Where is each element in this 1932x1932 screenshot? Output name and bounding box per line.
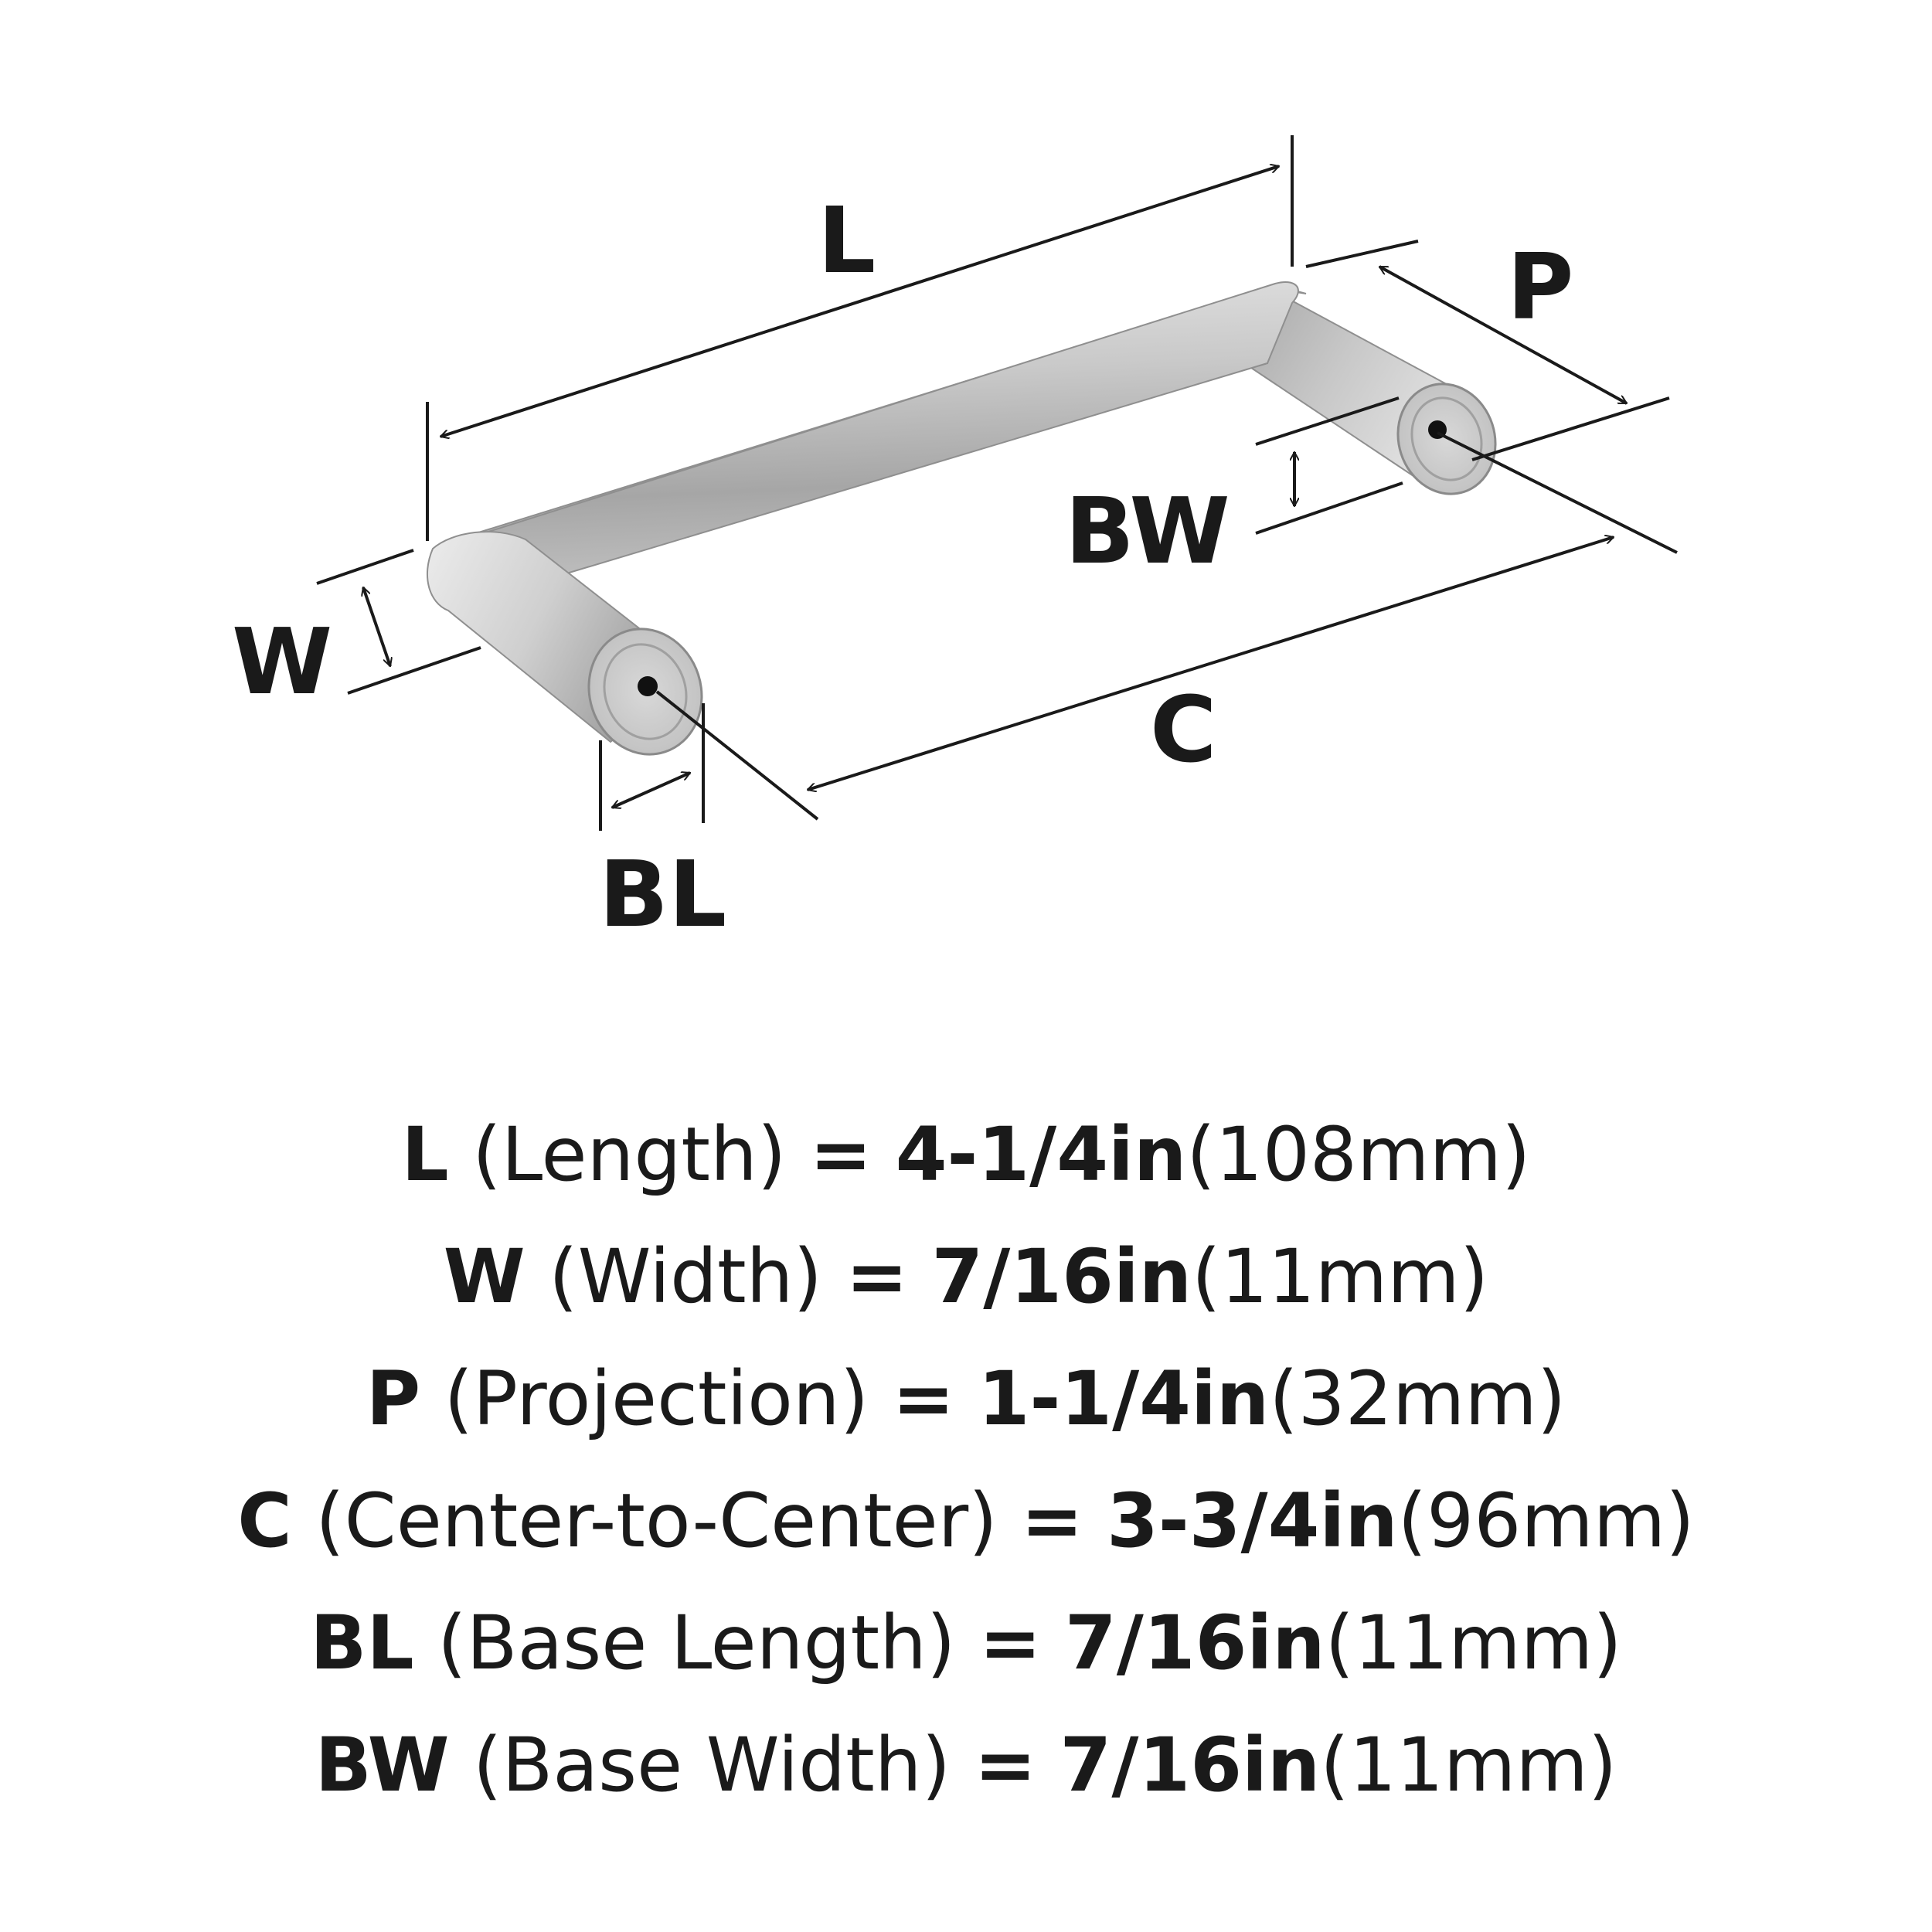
spec-metric: (96mm) [1397,1478,1695,1564]
width-extension-bottom [347,646,481,695]
spec-symbol: P [366,1355,421,1442]
spec-name: (Length) [472,1111,787,1198]
spec-name: (Base Length) [437,1600,956,1686]
spec-imperial: 3-3/4in [1107,1478,1398,1564]
left-end-cap-rim [603,643,688,740]
spec-imperial: 7/16in [1060,1722,1321,1808]
spec-name: (Width) [549,1233,822,1320]
spec-equals: = [809,1111,872,1198]
center-line-left [655,690,819,821]
label-BW: BW [1065,478,1230,584]
spec-metric: (108mm) [1186,1111,1531,1198]
label-W: W [232,608,332,715]
spec-imperial: 7/16in [1064,1600,1325,1686]
spec-row-length: L (Length) = 4-1/4in(108mm) [0,1094,1932,1216]
width-dimension-line [363,587,390,666]
base-width-extension-bottom [1255,481,1403,535]
label-BL: BL [599,841,726,947]
handle-dimension-diagram: L P W BW C BL [232,135,1678,947]
spec-row-width: W (Width) = 7/16in(11mm) [0,1216,1932,1338]
label-C: C [1150,676,1217,783]
spec-equals: = [892,1355,955,1442]
projection-extension-bottom [1471,396,1670,461]
dimension-lines [316,135,1678,831]
cabinet-pull-illustration [427,281,1497,756]
projection-dimension-line [1379,265,1627,405]
spec-symbol: BL [310,1600,414,1686]
base-width-extension-top [1255,396,1400,446]
spec-name: (Center-to-Center) [315,1478,998,1564]
spec-equals: = [978,1600,1042,1686]
spec-equals: = [1021,1478,1083,1564]
spec-metric: (11mm) [1320,1722,1617,1808]
spec-imperial: 7/16in [931,1233,1192,1320]
left-screw-hole [638,676,658,696]
spec-equals: = [845,1233,908,1320]
spec-row-base-length: BL (Base Length) = 7/16in(11mm) [0,1582,1932,1704]
spec-row-center-to-center: C (Center-to-Center) = 3-3/4in(96mm) [0,1460,1932,1582]
length-dimension-line [440,166,1279,437]
center-line-right [1437,431,1678,554]
spec-metric: (11mm) [1192,1233,1489,1320]
spec-row-projection: P (Projection) = 1-1/4in(32mm) [0,1338,1932,1460]
spec-symbol: C [237,1478,292,1564]
spec-name: (Base Width) [472,1722,951,1808]
label-L: L [818,187,876,294]
projection-extension-top [1305,240,1419,268]
label-P: P [1507,233,1573,340]
spec-imperial: 1-1/4in [978,1355,1270,1442]
spec-row-base-width: BW (Base Width) = 7/16in(11mm) [0,1704,1932,1826]
width-extension-top [316,549,414,585]
spec-metric: (11mm) [1325,1600,1622,1686]
spec-metric: (32mm) [1269,1355,1566,1442]
spec-symbol: BW [315,1722,450,1808]
spec-imperial: 4-1/4in [895,1111,1187,1198]
spec-name: (Projection) [444,1355,869,1442]
spec-symbol: L [401,1111,449,1198]
spec-equals: = [974,1722,1037,1808]
base-length-dimension-line [612,773,690,808]
center-dimension-line [808,537,1614,790]
specification-list: L (Length) = 4-1/4in(108mm) W (Width) = … [0,1094,1932,1826]
spec-symbol: W [443,1233,526,1320]
